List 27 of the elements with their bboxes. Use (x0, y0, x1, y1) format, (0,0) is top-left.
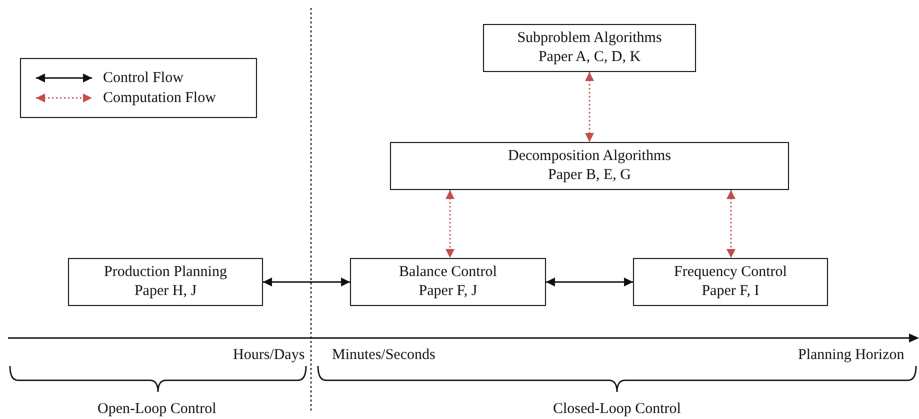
box-title: Subproblem Algorithms (517, 29, 662, 48)
axis-label: Minutes/Seconds (332, 346, 436, 364)
arrow (726, 190, 736, 258)
paper-reference: Paper F, I (702, 282, 760, 301)
arrow (263, 278, 350, 286)
paper-reference: Paper F, J (418, 282, 478, 301)
brace-label: Closed-Loop Control (553, 400, 681, 418)
legend-text: Computation Flow (103, 89, 216, 107)
legend-text: Control Flow (103, 69, 184, 87)
process-box (390, 142, 789, 190)
box-title: Frequency Control (674, 263, 787, 282)
process-box (68, 258, 263, 306)
process-box (350, 258, 546, 306)
arrow (446, 190, 454, 258)
arrow (585, 72, 594, 142)
box-title: Production Planning (104, 263, 227, 282)
box-title: Decomposition Algorithms (508, 147, 671, 166)
process-box (633, 258, 828, 306)
axis-label: Hours/Days (233, 346, 305, 364)
axis-label: Planning Horizon (798, 346, 904, 364)
arrow (546, 278, 633, 286)
box-title: Balance Control (399, 263, 497, 282)
paper-reference: Paper H, J (134, 282, 197, 301)
process-box (483, 24, 696, 72)
paper-reference: Paper A, C, D, K (538, 48, 641, 67)
paper-reference: Paper B, E, G (548, 166, 631, 185)
brace-label: Open-Loop Control (98, 400, 216, 418)
